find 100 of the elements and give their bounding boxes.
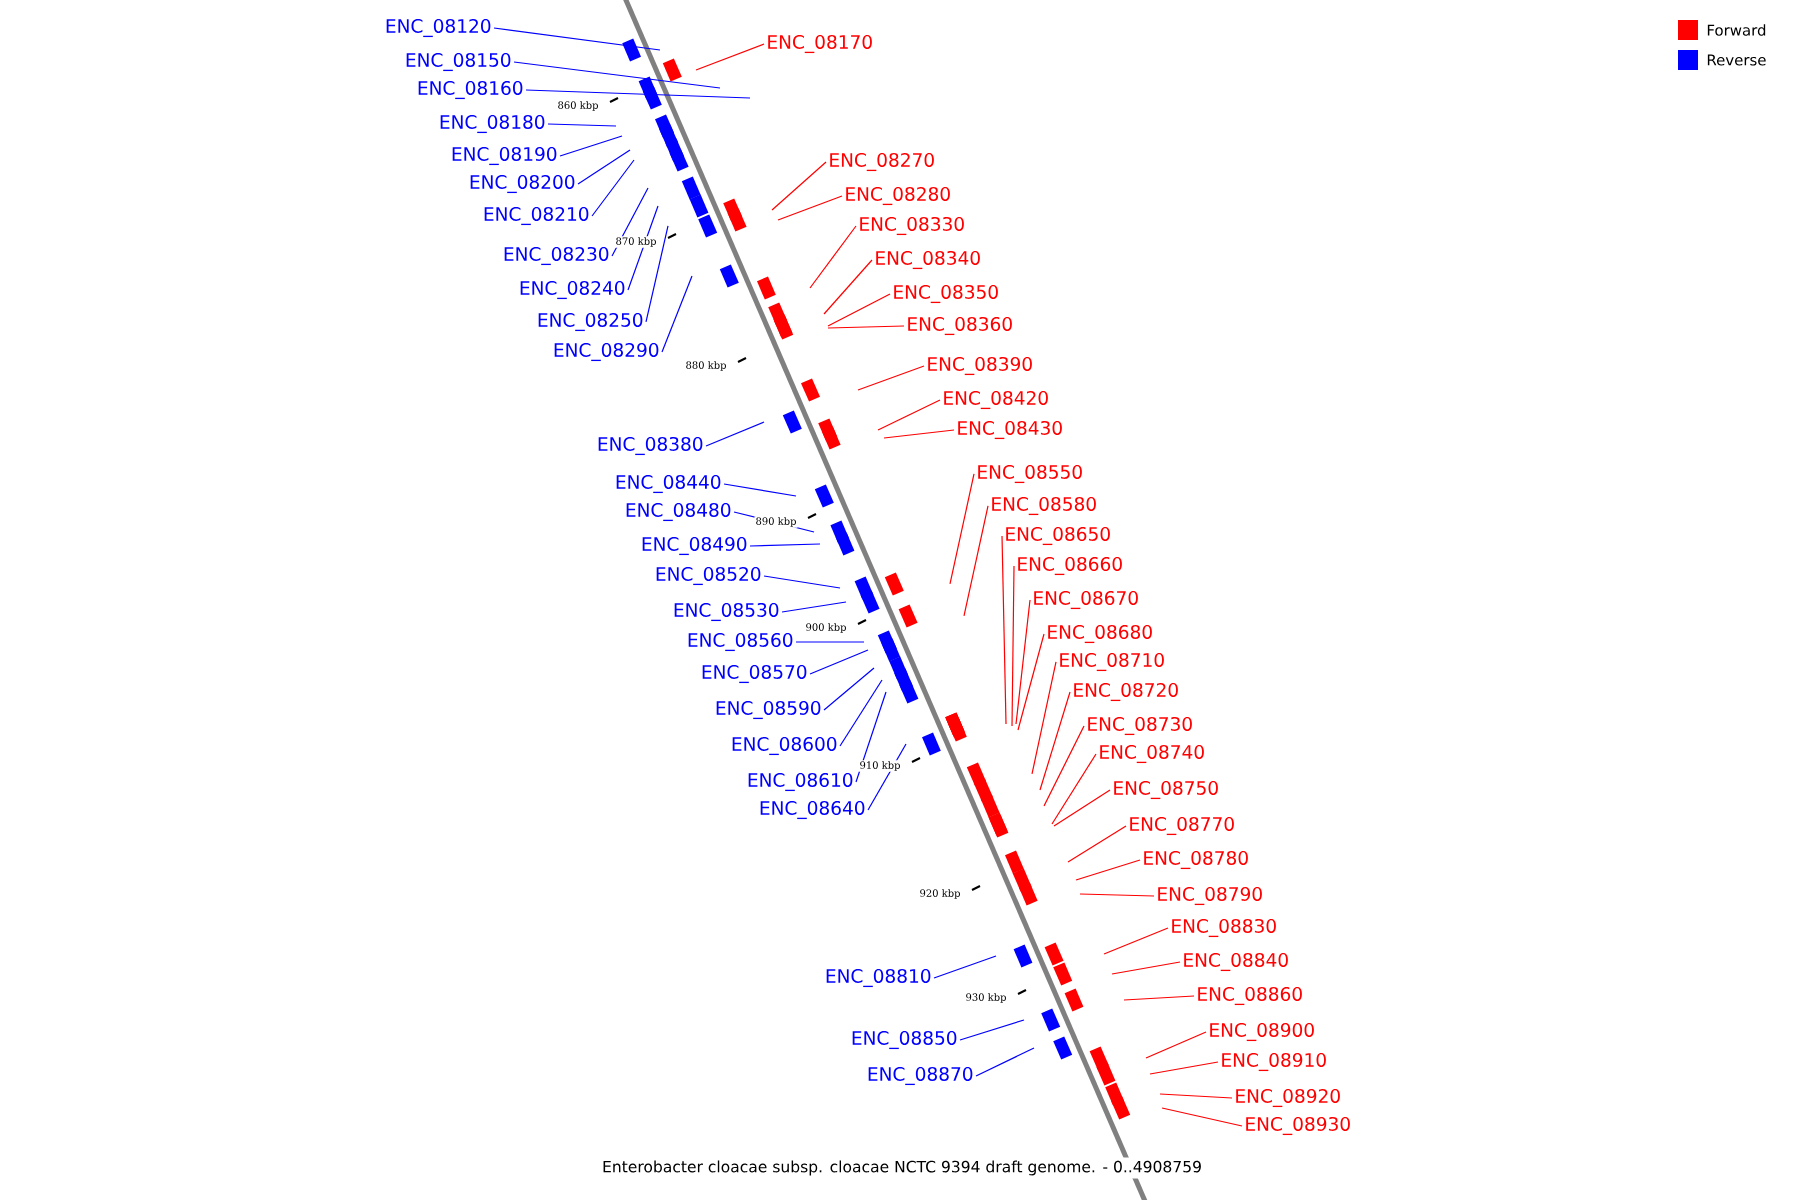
leader-line [883, 429, 955, 439]
leader-line [809, 649, 869, 675]
leader-line [591, 159, 635, 217]
gene-label: ENC_08910 [1222, 1052, 1326, 1072]
gene-label: ENC_08360 [908, 316, 1012, 336]
gene-label: ENC_08850 [852, 1030, 957, 1050]
gene-label: ENC_08190 [452, 146, 557, 166]
gene-label: ENC_08640 [760, 800, 865, 820]
leader-line [867, 743, 907, 811]
leader-line [749, 543, 821, 547]
leader-line [1103, 927, 1169, 955]
leader-line [661, 275, 693, 353]
gene-label: ENC_08280 [846, 186, 950, 206]
gene-label: ENC_08610 [748, 772, 853, 792]
gene-label: ENC_08520 [656, 566, 761, 586]
gene-label: ENC_08870 [868, 1066, 973, 1086]
gene-label: ENC_08200 [470, 174, 575, 194]
gene-label: ENC_08390 [928, 356, 1032, 376]
gene-label: ENC_08270 [830, 152, 934, 172]
gene-label: ENC_08860 [1198, 986, 1302, 1006]
leader-line [949, 473, 975, 585]
gene-label: ENC_08830 [1172, 918, 1276, 938]
gene-label: ENC_08770 [1130, 816, 1234, 836]
leader-line [559, 135, 623, 157]
leader-line [705, 421, 765, 447]
gene-label: ENC_08150 [406, 52, 511, 72]
leader-line [877, 399, 941, 431]
gene-label: ENC_08210 [484, 206, 589, 226]
leader-line [1079, 893, 1155, 897]
leader-line [827, 325, 905, 329]
gene-label: ENC_08730 [1088, 716, 1192, 736]
gene-label: ENC_08120 [386, 18, 491, 38]
leader-line [975, 1047, 1035, 1077]
gene-label: ENC_08350 [894, 284, 998, 304]
leader-line [1075, 859, 1141, 881]
gene-label: ENC_08440 [616, 474, 721, 494]
gene-label: ENC_08590 [716, 700, 821, 720]
gene-label: ENC_08720 [1074, 682, 1178, 702]
gene-label: ENC_08430 [958, 420, 1062, 440]
leader-line [1145, 1031, 1207, 1059]
leader-line [577, 149, 631, 185]
leader-line [839, 679, 883, 747]
leader-line [513, 61, 721, 89]
leader-line [525, 89, 751, 99]
gene-label: ENC_08340 [876, 250, 980, 270]
leader-line [1011, 565, 1015, 727]
leader-line [1015, 599, 1031, 725]
leader-line [963, 505, 989, 617]
gene-label: ENC_08230 [504, 246, 609, 266]
leader-line [827, 293, 891, 327]
leader-line [959, 1019, 1025, 1041]
gene-label: ENC_08710 [1060, 652, 1164, 672]
gene-label: ENC_08250 [538, 312, 643, 332]
leader-line [777, 195, 843, 221]
gene-label: ENC_08810 [826, 968, 931, 988]
leader-line [627, 205, 659, 291]
gene-label: ENC_08180 [440, 114, 545, 134]
leader-line [763, 575, 841, 589]
leader-line [857, 365, 925, 391]
leader-line [1051, 753, 1097, 825]
gene-label: ENC_08600 [732, 736, 837, 756]
gene-label: ENC_08750 [1114, 780, 1218, 800]
gene-label: ENC_08170 [768, 34, 872, 54]
gene-label: ENC_08780 [1144, 850, 1248, 870]
gene-label: ENC_08920 [1236, 1088, 1340, 1108]
leader-line [1031, 661, 1057, 775]
leader-line [1111, 961, 1181, 975]
leader-line [823, 667, 875, 711]
gene-label: ENC_08480 [626, 502, 731, 522]
gene-label: ENC_08160 [418, 80, 523, 100]
leader-line [795, 641, 865, 643]
leader-line [781, 601, 847, 613]
leader-line [933, 955, 997, 979]
gene-label: ENC_08660 [1018, 556, 1122, 576]
gene-label: ENC_08840 [1184, 952, 1288, 972]
leader-line [1039, 691, 1071, 791]
leader-line [1159, 1093, 1233, 1099]
gene-label: ENC_08330 [860, 216, 964, 236]
gene-label: ENC_08930 [1246, 1116, 1350, 1136]
leader-line [1017, 633, 1045, 731]
leader-line [695, 43, 765, 71]
leader-line [1161, 1107, 1243, 1127]
leader-line [1043, 725, 1085, 807]
gene-label: ENC_08560 [688, 632, 793, 652]
leader-line [723, 483, 797, 497]
gene-label: ENC_08650 [1006, 526, 1110, 546]
gene-label: ENC_08580 [992, 496, 1096, 516]
gene-label: ENC_08550 [978, 464, 1082, 484]
gene-label: ENC_08420 [944, 390, 1048, 410]
gene-label: ENC_08490 [642, 536, 747, 556]
gene-label: ENC_08380 [598, 436, 703, 456]
gene-label: ENC_08790 [1158, 886, 1262, 906]
leader-line [771, 161, 827, 211]
leader-line [855, 691, 887, 783]
gene-label: ENC_08290 [554, 342, 659, 362]
gene-label: ENC_08240 [520, 280, 625, 300]
leader-line [645, 225, 669, 323]
gene-label: ENC_08670 [1034, 590, 1138, 610]
leader-line [547, 123, 617, 127]
leader-line [1053, 789, 1111, 827]
